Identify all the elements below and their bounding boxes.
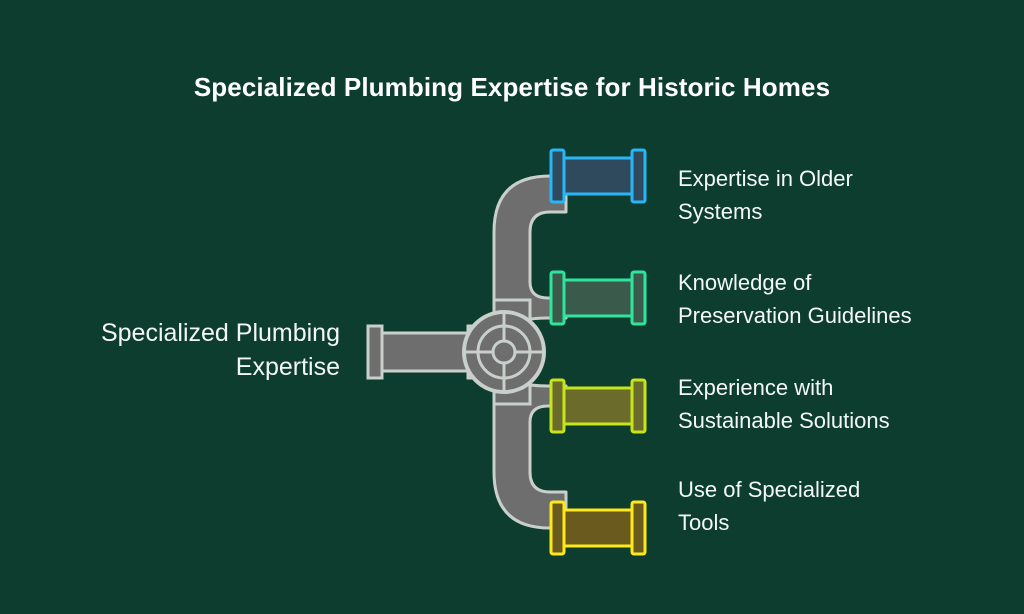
branch-pipe-3-body <box>562 508 634 548</box>
branch-label-0: Expertise in Older Systems <box>678 162 1008 228</box>
inlet-pipe-flange-left <box>366 324 384 380</box>
branch-label-0-line2: Systems <box>678 199 763 224</box>
branch-pipe-0 <box>549 148 647 204</box>
branch-pipe-0-flange-left <box>549 148 566 204</box>
branch-pipe-1-flange-left <box>549 270 566 326</box>
branch-label-2-line1: Experience with <box>678 375 834 400</box>
branch-label-1-line1: Knowledge of <box>678 270 812 295</box>
branch-pipe-0-body <box>562 156 634 196</box>
page-title: Specialized Plumbing Expertise for Histo… <box>193 72 831 102</box>
branch-pipe-3-flange-right <box>630 500 647 556</box>
branch-pipe-2 <box>549 378 647 434</box>
root-node-label-line2: Expertise <box>235 353 340 381</box>
branch-label-1: Knowledge of Preservation Guidelines <box>678 266 1008 332</box>
branch-label-3-line2: Tools <box>678 510 730 535</box>
valve-wheel-hub <box>491 339 517 365</box>
branch-pipe-0-flange-right <box>630 148 647 204</box>
branch-label-2-line2: Sustainable Solutions <box>678 408 890 433</box>
branch-pipe-1-body <box>562 278 634 318</box>
root-node-label-line1: Specialized Plumbing <box>100 319 340 347</box>
branch-label-0-line1: Expertise in Older <box>678 166 853 191</box>
branch-label-3-line1: Use of Specialized <box>678 477 861 502</box>
root-node-label: Specialized Plumbing Expertise <box>28 316 340 384</box>
branch-pipe-1 <box>549 270 647 326</box>
branch-pipe-2-flange-left <box>549 378 566 434</box>
branch-pipe-3-flange-left <box>549 500 566 556</box>
valve-wheel <box>462 310 546 394</box>
branch-label-3: Use of Specialized Tools <box>678 473 1008 539</box>
branch-pipes-group <box>549 148 647 556</box>
branch-pipe-2-body <box>562 386 634 426</box>
branch-pipe-2-flange-right <box>630 378 647 434</box>
branch-label-2: Experience with Sustainable Solutions <box>678 371 1008 437</box>
branch-pipe-1-flange-right <box>630 270 647 326</box>
branch-pipe-3 <box>549 500 647 556</box>
branch-label-1-line2: Preservation Guidelines <box>678 303 912 328</box>
